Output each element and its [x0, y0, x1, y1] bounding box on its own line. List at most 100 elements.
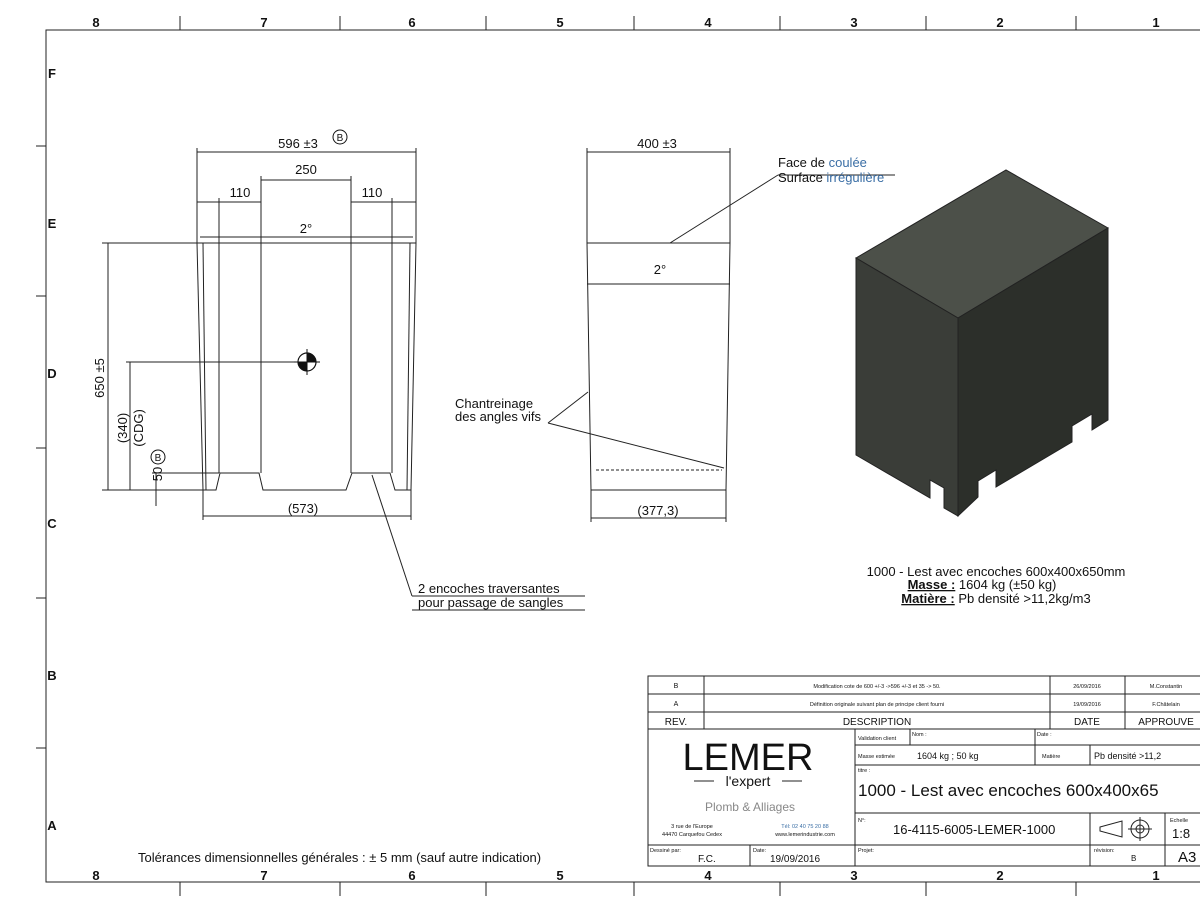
datum-b-side-icon: B [150, 449, 166, 465]
dim-cog-label: (CDG) [131, 409, 146, 447]
rev-b-date: 26/09/2016 [1073, 684, 1101, 690]
grid-col-3-bottom: 3 [850, 868, 857, 883]
dim-height: 650 ±5 [92, 358, 107, 398]
format-value: A3 [1178, 849, 1196, 866]
material-field-value: Pb densité >11,2 [1094, 751, 1161, 761]
rev-b-desc: Modification cote de 600 +/-3 ->596 +/-3… [813, 684, 941, 690]
side-view [371, 148, 895, 611]
grid-col-4-bottom: 4 [704, 868, 712, 883]
date-field-label: Date : [1037, 732, 1052, 738]
part-material: Matière : Pb densité >11,2kg/m3 [901, 591, 1090, 606]
isometric-block [855, 169, 1109, 518]
number-field-label: N°: [858, 818, 866, 824]
grid-columns-bottom: 8 7 6 5 4 3 2 1 [92, 868, 1159, 883]
drawn-by-value: F.C. [698, 854, 716, 865]
grid-col-6-bottom: 6 [408, 868, 415, 883]
title-field-value: 1000 - Lest avec encoches 600x400x65 [858, 781, 1159, 800]
rev-a-desc: Définition originale suivant plan de pri… [810, 702, 944, 708]
dim-notch-right: 110 [362, 185, 383, 200]
grid-ticks-top [36, 16, 1077, 896]
datum-b-icon: B [332, 129, 348, 145]
number-field-value: 16-4115-6005-LEMER-1000 [893, 822, 1055, 837]
mass-field-value: 1604 kg ; 50 kg [917, 751, 979, 761]
center-of-gravity-icon [294, 349, 320, 375]
part-mass: Masse : 1604 kg (±50 kg) [908, 577, 1057, 592]
note-chamfer-line2: des angles vifs [455, 409, 541, 424]
grid-row-f: F [48, 66, 56, 81]
title-field-label: titre : [858, 768, 871, 774]
dim-foot-height: 50 [150, 467, 165, 481]
note-slots-line1: 2 encoches traversantes [418, 581, 560, 596]
grid-col-8-bottom: 8 [92, 868, 99, 883]
grid-col-7: 7 [260, 15, 267, 30]
datum-b-label: B [337, 133, 344, 144]
note-face-line1: Face de coulée [778, 155, 867, 170]
grid-col-4: 4 [704, 15, 712, 30]
grid-col-6: 6 [408, 15, 415, 30]
grid-row-d: D [47, 366, 56, 381]
grid-row-c: C [47, 516, 57, 531]
grid-columns-top: 8 7 6 5 4 3 2 1 [92, 15, 1159, 30]
dim-inner-width: 250 [295, 162, 317, 177]
side-outline [586, 242, 731, 491]
dim-side-width: 400 ±3 [637, 136, 677, 151]
header-description: DESCRIPTION [843, 717, 911, 728]
dim-overall-width: 596 ±3 [278, 136, 318, 151]
nom-label: Nom : [912, 732, 927, 738]
grid-col-2-bottom: 2 [996, 868, 1003, 883]
dim-draft-side: 2° [654, 262, 666, 277]
grid-col-1: 1 [1152, 15, 1159, 30]
grid-col-3: 3 [850, 15, 857, 30]
rev-a-code: A [674, 701, 679, 708]
logo-main: LEMER [683, 737, 814, 779]
grid-row-a: A [47, 818, 57, 833]
scale-value: 1:8 [1172, 826, 1190, 841]
contact-line1: Tél: 02 40 75 20 88 [781, 824, 828, 830]
grid-rows: F E D C B A [47, 66, 57, 833]
drawn-date-label: Date: [753, 848, 767, 854]
grid-row-e: E [48, 216, 57, 231]
header-date: DATE [1074, 717, 1100, 728]
note-slots-line2: pour passage de sangles [418, 595, 564, 610]
lemer-logo: LEMER l'expert Plomb & Alliages [683, 737, 814, 814]
header-rev: REV. [665, 717, 687, 728]
note-face-line2: Surface irrégulière [778, 170, 884, 185]
title-block [647, 675, 1200, 867]
dim-cog-height: (340) [115, 413, 130, 443]
dim-notch-left: 110 [230, 185, 251, 200]
mass-field-label: Masse estimée [858, 754, 895, 760]
grid-col-8: 8 [92, 15, 99, 30]
material-field-label: Matière [1042, 754, 1060, 760]
logo-tagline: Plomb & Alliages [705, 800, 795, 814]
contact-line2: www.lemerindustrie.com [774, 832, 835, 838]
grid-col-7-bottom: 7 [260, 868, 267, 883]
grid-row-b: B [47, 668, 56, 683]
rev-a-by: F.Châtelain [1152, 702, 1180, 708]
tolerance-note: Tolérances dimensionnelles générales : ±… [138, 850, 541, 865]
part-title: 1000 - Lest avec encoches 600x400x650mm [867, 564, 1126, 579]
revision-label: révision: [1094, 848, 1115, 854]
grid-col-2: 2 [996, 15, 1003, 30]
address-line1: 3 rue de l'Europe [671, 824, 713, 830]
dim-bottom-width: (573) [288, 501, 318, 516]
rev-b-by: M.Constantin [1150, 684, 1182, 690]
note-chamfer-line1: Chantreinage [455, 396, 533, 411]
scale-label: Echelle [1170, 818, 1188, 824]
block-side-face [957, 227, 1109, 518]
rev-b-code: B [674, 683, 679, 690]
address-line2: 44470 Carquefou Cedex [662, 832, 722, 838]
grid-col-5-bottom: 5 [556, 868, 563, 883]
dim-draft-front: 2° [300, 221, 312, 236]
project-label: Projet: [858, 848, 874, 854]
datum-b-side-label: B [155, 453, 162, 464]
rev-a-date: 19/09/2016 [1073, 702, 1101, 708]
drawn-by-label: Dessiné par: [650, 848, 681, 854]
revision-value: B [1131, 854, 1136, 863]
projection-symbol-icon [1099, 817, 1152, 841]
logo-sub: l'expert [726, 773, 771, 789]
grid-col-1-bottom: 1 [1152, 868, 1159, 883]
grid-col-5: 5 [556, 15, 563, 30]
header-approved: APPROUVE [1138, 717, 1194, 728]
dim-side-bottom: (377,3) [637, 503, 678, 518]
